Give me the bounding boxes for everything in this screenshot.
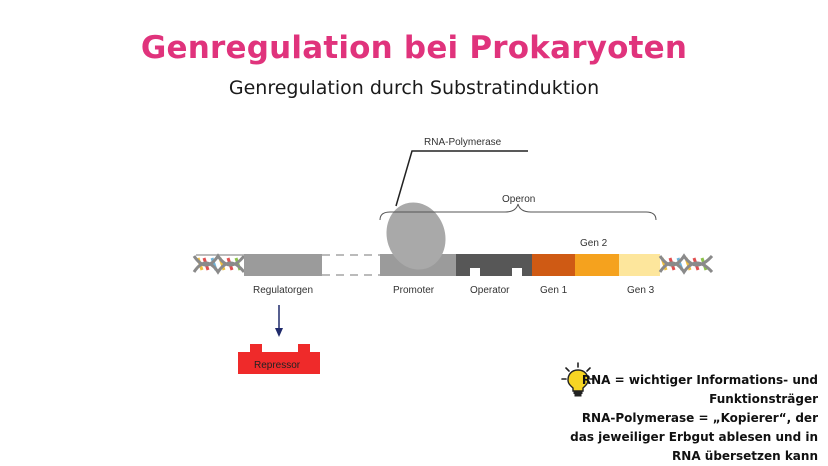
rna-polymerase-pointer	[395, 150, 528, 207]
note-line-1: RNA = wichtiger Informations- und	[581, 373, 818, 387]
repressor-label: Repressor	[254, 360, 301, 371]
note-line-3: RNA-Polymerase = „Kopierer“, der	[581, 411, 818, 425]
note-line-4: das jeweiliger Erbgut ablesen und in	[570, 430, 818, 444]
regulatorgen-segment	[244, 254, 322, 276]
rna-info-note: RNA = wichtiger Informations- und Funkti…	[518, 371, 818, 466]
operator-label: Operator	[470, 285, 510, 296]
rna-polymerase-blob	[386, 202, 446, 270]
gen3-label: Gen 3	[627, 285, 655, 296]
gen3-segment	[619, 254, 660, 276]
note-line-2: Funktionsträger	[709, 392, 818, 406]
expression-arrow	[275, 305, 283, 337]
gen1-label: Gen 1	[540, 285, 568, 296]
rna-polymerase-label: RNA-Polymerase	[424, 137, 502, 148]
repressor-protein	[238, 344, 320, 374]
promoter-label: Promoter	[393, 285, 435, 296]
note-line-5: RNA übersetzen kann	[672, 449, 818, 463]
lightbulb-icon	[561, 362, 595, 397]
operator-segment	[456, 254, 532, 276]
operon-brace	[379, 203, 657, 221]
gen1-segment	[532, 254, 575, 276]
operon-label: Operon	[502, 194, 535, 205]
page-title: Genregulation bei Prokaryoten	[140, 30, 688, 66]
gen2-segment	[575, 254, 619, 276]
dna-helix-right	[658, 253, 714, 275]
gen2-label: Gen 2	[580, 238, 608, 249]
dna-gap-dashed	[322, 254, 380, 276]
dna-helix-left	[192, 253, 246, 275]
page-subtitle: Genregulation durch Substratinduktion	[228, 77, 600, 99]
regulatorgen-label: Regulatorgen	[253, 285, 313, 296]
